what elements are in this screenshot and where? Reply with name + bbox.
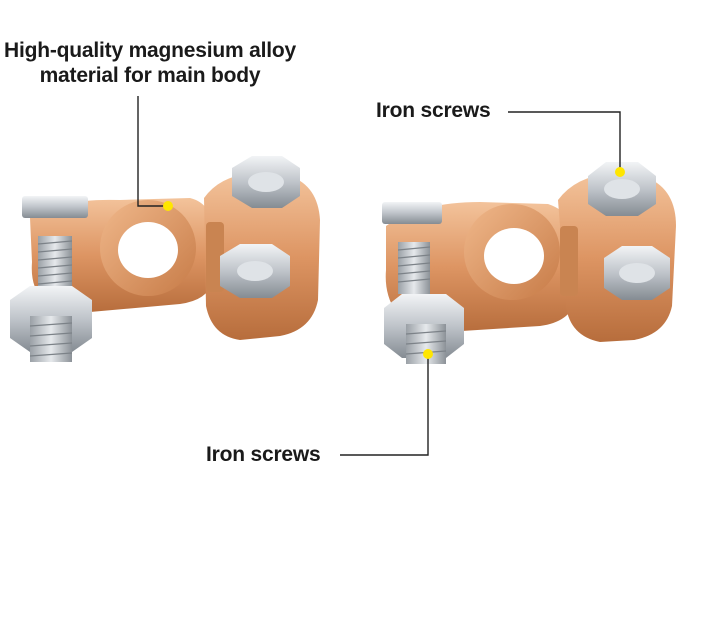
callout-main-body: High-quality magnesium alloy material fo…: [0, 38, 300, 88]
marker-dot-top-screw: [615, 167, 625, 177]
right-terminal: [382, 162, 676, 364]
leader-lines: [137, 96, 621, 456]
marker-dot-main-body: [163, 201, 173, 211]
left-terminal: [10, 156, 320, 362]
callout-iron-screws-top: Iron screws: [376, 99, 491, 122]
callout-main-body-line1: High-quality magnesium alloy: [4, 39, 296, 62]
callout-main-body-line2: material for main body: [39, 64, 261, 87]
marker-dot-bottom-screw: [423, 349, 433, 359]
callout-iron-screws-bottom: Iron screws: [206, 443, 321, 466]
